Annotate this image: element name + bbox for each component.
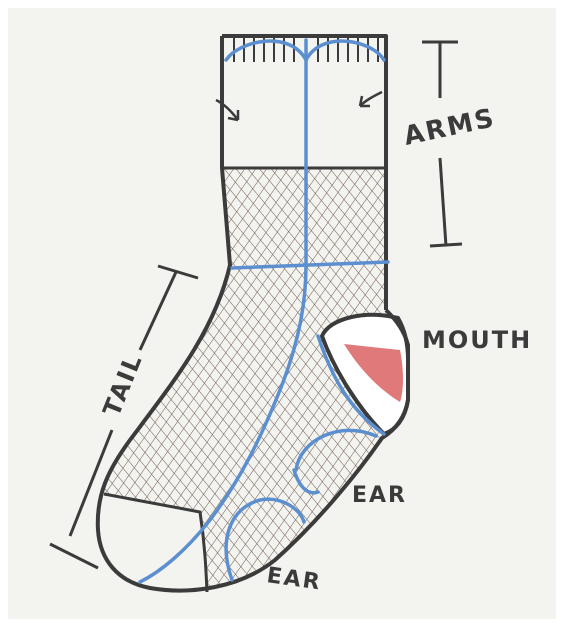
ear-label-upper: EAR	[352, 483, 407, 508]
mouth-label: MOUTH	[422, 326, 532, 354]
